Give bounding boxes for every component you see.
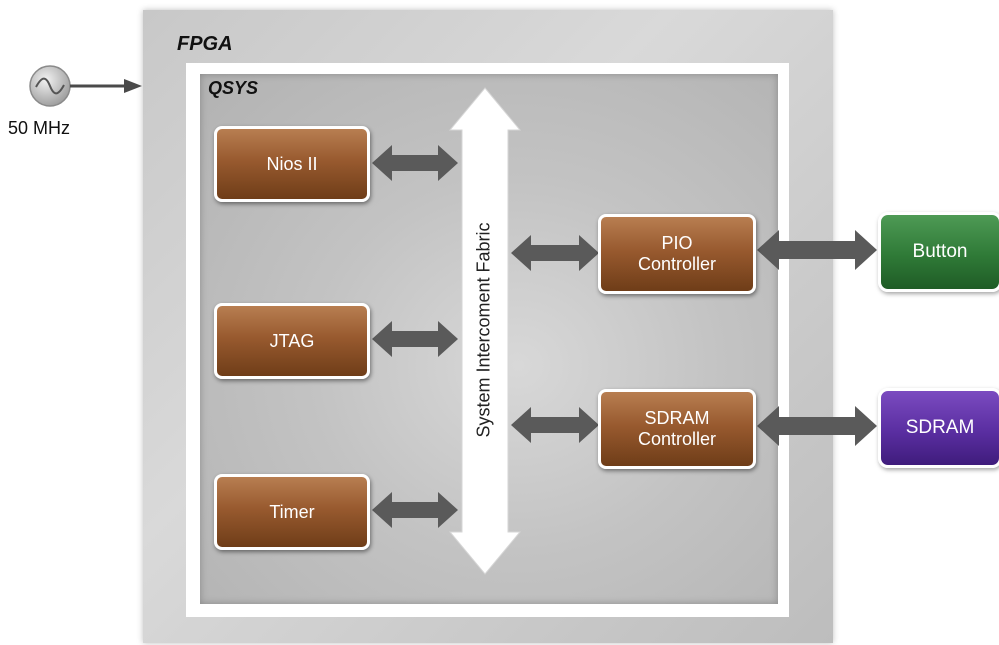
pio-button-arrow [757, 230, 877, 270]
sdram-device-label: SDRAM [905, 417, 975, 438]
clock-arrow [70, 79, 142, 93]
sdram-controller-module: SDRAM Controller [598, 389, 756, 469]
bus-pio-arrow [511, 235, 599, 271]
sdram-ctrl-label-line2: Controller [637, 429, 717, 449]
button-device: Button [878, 212, 999, 292]
nios-bus-arrow [372, 145, 458, 181]
bus-sdram-arrow [511, 407, 599, 443]
nios-module: Nios II [214, 126, 370, 202]
qsys-title: QSYS [208, 78, 259, 98]
clock-label: 50 MHz [8, 118, 71, 138]
pio-controller-module: PIO Controller [598, 214, 756, 294]
nios-label: Nios II [266, 153, 318, 174]
timer-module: Timer [214, 474, 370, 550]
jtag-label: JTAG [269, 330, 315, 351]
timer-label: Timer [269, 501, 315, 522]
timer-bus-arrow [372, 492, 458, 528]
fpga-title: FPGA [177, 33, 233, 55]
jtag-module: JTAG [214, 303, 370, 379]
bus-arrow [448, 87, 522, 575]
pio-label-line2: Controller [637, 254, 717, 274]
button-device-label: Button [912, 241, 968, 262]
sdram-device: SDRAM [878, 388, 999, 468]
clock-icon [29, 65, 71, 107]
bus-label: System Intercoment Fabric [473, 222, 494, 438]
sdram-ctrl-label-line1: SDRAM [644, 408, 710, 429]
sdram-ext-arrow [757, 406, 877, 446]
pio-label-line1: PIO [661, 233, 693, 254]
jtag-bus-arrow [372, 321, 458, 357]
